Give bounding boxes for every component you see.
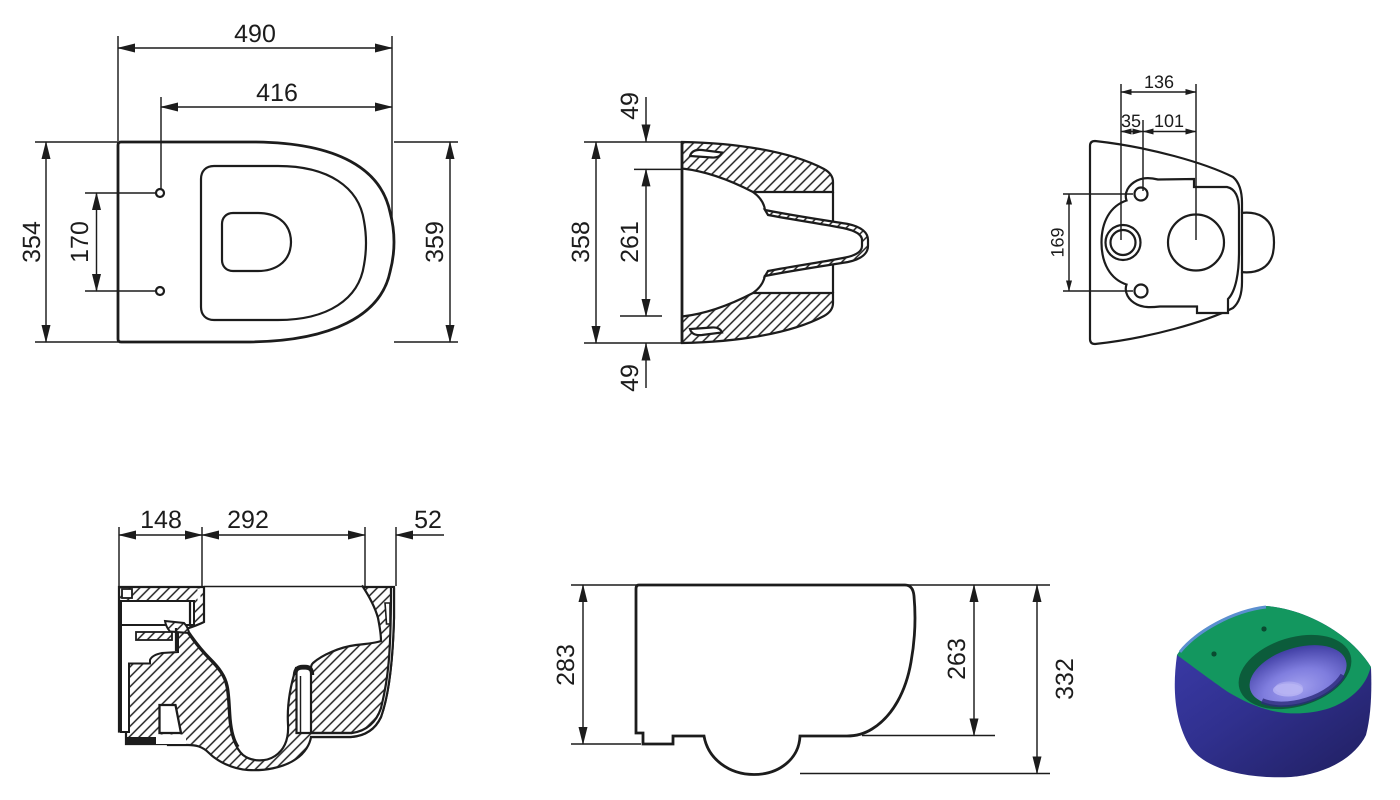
svg-text:49: 49 bbox=[616, 364, 644, 392]
svg-text:283: 283 bbox=[552, 644, 580, 686]
svg-text:52: 52 bbox=[414, 506, 442, 534]
svg-text:148: 148 bbox=[140, 506, 182, 534]
svg-text:136: 136 bbox=[1144, 72, 1174, 92]
svg-text:35: 35 bbox=[1121, 111, 1141, 131]
svg-text:49: 49 bbox=[616, 92, 644, 120]
svg-text:263: 263 bbox=[943, 638, 971, 680]
svg-text:359: 359 bbox=[421, 221, 449, 263]
svg-text:358: 358 bbox=[567, 221, 595, 263]
svg-text:354: 354 bbox=[18, 221, 46, 263]
svg-text:490: 490 bbox=[234, 20, 276, 48]
svg-text:170: 170 bbox=[66, 221, 94, 263]
svg-text:169: 169 bbox=[1048, 227, 1068, 257]
svg-text:332: 332 bbox=[1051, 658, 1079, 700]
svg-text:101: 101 bbox=[1154, 111, 1184, 131]
svg-text:261: 261 bbox=[616, 221, 644, 263]
svg-text:416: 416 bbox=[256, 79, 298, 107]
svg-text:292: 292 bbox=[227, 506, 269, 534]
